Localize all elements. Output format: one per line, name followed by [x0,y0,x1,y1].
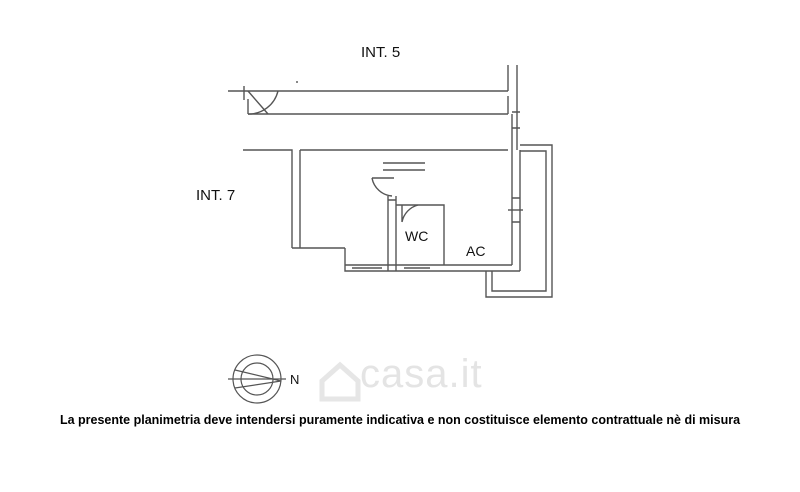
wall-left-top [243,149,508,249]
window-right-1 [512,111,520,129]
wall-right [511,114,521,271]
label-int-5: INT. 5 [361,44,401,61]
label-int-7: INT. 7 [196,187,236,204]
wall-wc [387,196,445,271]
label-ac: AC [466,243,486,259]
wall-top-inner [247,96,509,115]
watermark-text: casa.it [360,352,483,396]
wall-top-right [507,65,518,150]
door-partition [371,177,394,197]
terrace [485,144,553,298]
wall-partition [383,162,425,171]
wall-bottom [385,264,520,272]
window-right-2 [512,197,520,223]
label-wc: WC [405,228,429,244]
door-wc [401,204,419,223]
compass-icon [228,354,286,404]
wall-left-bottom [344,248,385,272]
entrance-door-leaf [247,90,269,115]
label-north: N [290,372,300,387]
disclaimer-text: La presente planimetria deve intendersi … [59,413,741,427]
entrance-door [247,90,279,115]
watermark-logo-icon [319,361,361,402]
